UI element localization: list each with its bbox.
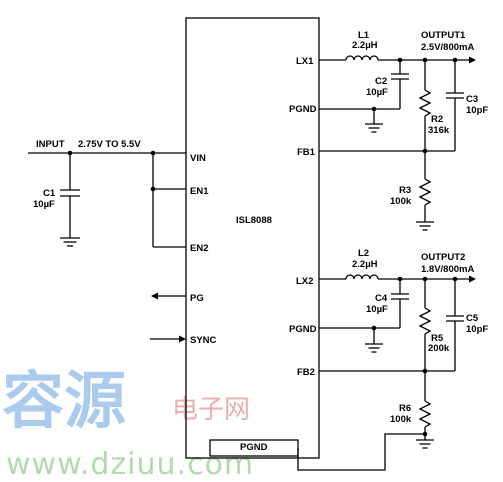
pin-lx2: LX2 xyxy=(296,276,313,287)
ground-icon xyxy=(365,343,383,353)
c1-value: 10µF xyxy=(33,199,55,210)
ground-icon xyxy=(416,221,434,231)
l2-value: 2.2µH xyxy=(352,259,378,270)
c3-ref: C3 xyxy=(466,94,478,105)
pgnd-bottom-wire xyxy=(297,433,425,471)
r3-ref: R3 xyxy=(399,185,411,196)
c4-value: 10µF xyxy=(366,304,388,315)
pin-sync: SYNC xyxy=(190,335,217,346)
r3-value: 100k xyxy=(390,196,412,207)
pin-vin: VIN xyxy=(190,153,206,164)
watermark-url: www.dziuu.com xyxy=(6,447,254,482)
r2-value: 316k xyxy=(428,125,450,136)
pin-en2: EN2 xyxy=(190,243,208,254)
ic-body xyxy=(185,17,320,459)
watermark-chinese: 容源 xyxy=(2,364,126,437)
input-range: 2.75V TO 5.5V xyxy=(78,139,141,150)
output2-arrow-icon xyxy=(469,275,476,283)
r6-resistor xyxy=(418,400,432,428)
input-label: INPUT xyxy=(36,139,65,150)
output1-section: L1 2.2µH OUTPUT1 2.5V/800mA C2 10µF R2 3… xyxy=(319,30,488,231)
c5-value: 10pF xyxy=(466,324,488,335)
r5-resistor xyxy=(418,307,432,335)
r3-resistor xyxy=(418,178,432,206)
c2-value: 10µF xyxy=(366,87,388,98)
watermark-sub: 电子网 xyxy=(172,395,250,425)
ic-name: ISL8088 xyxy=(236,215,272,226)
output1-arrow-icon xyxy=(469,56,476,64)
pin-fb2: FB2 xyxy=(297,367,315,378)
output2-section: L2 2.2µH OUTPUT2 1.8V/800mA C4 10µF R5 2… xyxy=(319,248,488,449)
ground-icon xyxy=(416,439,434,449)
l1-value: 2.2µH xyxy=(352,40,378,51)
output2-name: OUTPUT2 xyxy=(421,252,465,263)
c1-ref: C1 xyxy=(43,188,56,199)
pin-pgnd-bottom: PGND xyxy=(240,442,268,453)
l1-ref: L1 xyxy=(358,30,370,41)
r5-value: 200k xyxy=(428,343,450,354)
r2-resistor xyxy=(418,89,432,117)
pin-en1: EN1 xyxy=(190,186,209,197)
pg-arrow-icon xyxy=(151,292,186,300)
output1-spec: 2.5V/800mA xyxy=(421,42,474,53)
output2-spec: 1.8V/800mA xyxy=(421,264,474,275)
sync-arrow-icon xyxy=(150,335,186,343)
pin-pgnd2: PGND xyxy=(289,324,317,335)
r2-ref: R2 xyxy=(431,114,443,125)
ground-icon xyxy=(365,123,383,133)
c5-ref: C5 xyxy=(466,313,479,324)
c2-ref: C2 xyxy=(375,76,387,87)
r5-ref: R5 xyxy=(431,333,444,344)
c3-value: 10pF xyxy=(466,105,488,116)
l2-ref: L2 xyxy=(358,248,369,259)
watermark: 容源 电子网 www.dziuu.com xyxy=(2,364,254,482)
pin-pgnd1: PGND xyxy=(289,104,317,115)
ground-icon xyxy=(60,237,80,247)
pin-lx1: LX1 xyxy=(296,56,314,67)
r6-ref: R6 xyxy=(399,403,411,414)
l1-inductor xyxy=(345,55,379,61)
output1-name: OUTPUT1 xyxy=(421,30,466,41)
c4-ref: C4 xyxy=(375,293,388,304)
l2-inductor xyxy=(345,274,379,280)
pin-pg: PG xyxy=(190,293,204,304)
input-section: INPUT 2.75V TO 5.5V C1 10µF xyxy=(28,139,186,248)
r6-value: 100k xyxy=(390,414,412,425)
pin-fb1: FB1 xyxy=(297,147,316,158)
